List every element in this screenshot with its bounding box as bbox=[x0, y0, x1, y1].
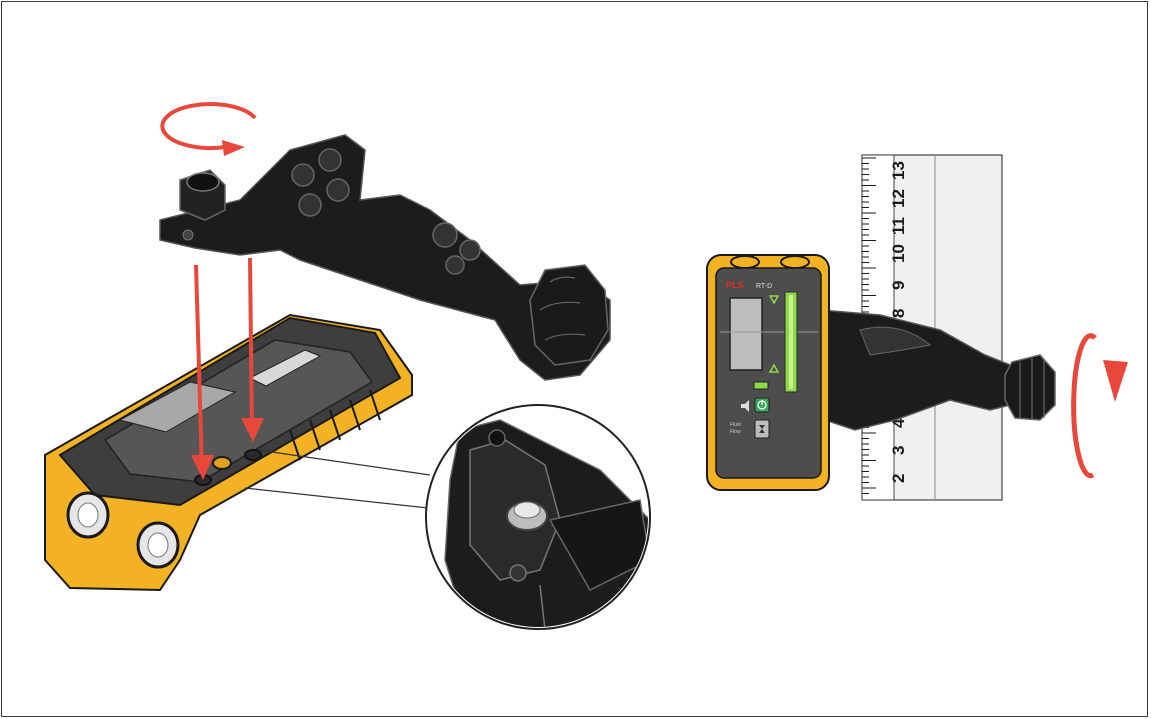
detector-back-view bbox=[44, 313, 413, 592]
ruler-label-13: 13 bbox=[889, 161, 908, 180]
model-label: RT-D bbox=[756, 283, 772, 290]
ruler-label-2: 2 bbox=[889, 474, 908, 483]
zoom-callout-lines bbox=[244, 449, 431, 509]
zoom-detail-circle bbox=[425, 404, 651, 630]
power-icon bbox=[754, 397, 770, 413]
ruler-label-12: 12 bbox=[889, 189, 908, 208]
speaker-icon bbox=[741, 400, 749, 412]
side-label-1: Fluid bbox=[730, 422, 741, 428]
rotate-arrow-icon bbox=[160, 102, 257, 156]
rotate-arrow-vertical-icon bbox=[1071, 333, 1128, 479]
ruler-label-11: 11 bbox=[889, 217, 908, 235]
ruler-label-8: 8 bbox=[889, 309, 908, 318]
ruler-label-9: 9 bbox=[889, 281, 908, 290]
mounting-bracket-left bbox=[159, 134, 611, 381]
ruler-label-3: 3 bbox=[889, 446, 908, 455]
brand-label: PLS bbox=[726, 280, 744, 290]
down-arrow-icon bbox=[191, 257, 264, 480]
side-label-2: Flow bbox=[730, 429, 741, 435]
detector-front-view: PLS RT-D Fluid Flow bbox=[706, 254, 830, 491]
mounting-bracket-right bbox=[819, 309, 1056, 431]
ruler-label-10: 10 bbox=[889, 244, 908, 263]
ruler-label-4: 4 bbox=[889, 418, 908, 428]
